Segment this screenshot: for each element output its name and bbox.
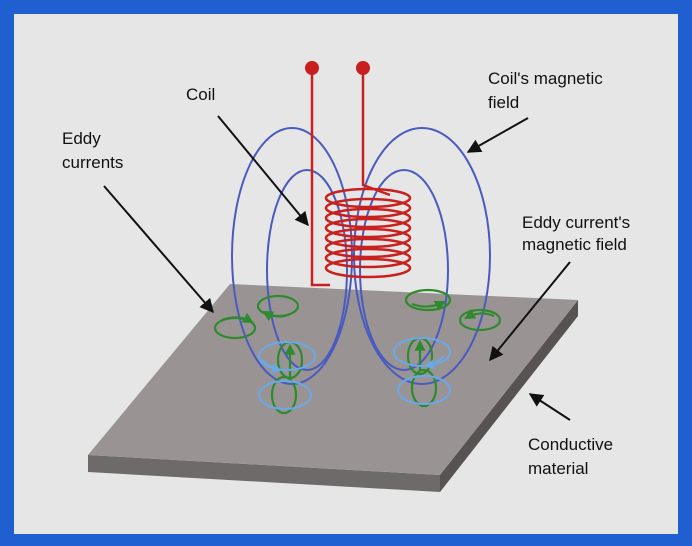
eddy-loop (270, 375, 298, 415)
eddy-field-pointer-arrow (489, 261, 571, 362)
field-loop-left-inner (266, 169, 348, 371)
coil-terminal-right (356, 61, 370, 75)
coil-pointer-arrow (217, 115, 309, 227)
eddy-loop-arrow (411, 301, 446, 311)
coil-lead-left (310, 70, 330, 287)
coil-field-pointer-arrow (466, 117, 529, 153)
eddy-field-loop (258, 380, 312, 410)
plate-side-right (440, 300, 578, 492)
eddy-loop-arrow (464, 308, 495, 320)
coil-turn-6 (324, 237, 412, 259)
plate-side-front (88, 455, 440, 492)
coil-label: Coil (186, 85, 215, 104)
coil-lead-right (361, 70, 391, 197)
coil-magnetic-field-label: Coil's magnetic field (488, 69, 607, 112)
coil-turn-5 (324, 227, 412, 249)
eddy-loop (404, 288, 452, 312)
eddy-currents-label: Eddy currents (62, 129, 123, 172)
coil (305, 61, 412, 287)
coil-turn-4 (324, 217, 412, 239)
label-pointers (103, 115, 571, 421)
coil-turn-7 (324, 247, 412, 269)
eddy-field-loop (397, 375, 451, 405)
coil-terminal-left (305, 61, 319, 75)
coil-turn-8 (324, 257, 412, 279)
plate-top (88, 284, 578, 475)
eddy-field-loop (258, 341, 316, 371)
eddy-currents-pointer-arrow (103, 185, 214, 314)
eddy-loop (458, 308, 502, 332)
eddy-current-magnetic-field-label: Eddy current's magnetic field (522, 213, 635, 254)
coil-turn-2 (324, 197, 412, 219)
eddy-loop (410, 368, 438, 408)
eddy-current-magnetic-field (258, 337, 451, 410)
field-loop-right-inner (359, 169, 449, 371)
eddy-field-loop (393, 337, 451, 367)
coil-turn-3 (324, 207, 412, 229)
conductive-material-pointer-arrow (528, 393, 571, 421)
conductive-plate (88, 284, 578, 492)
eddy-loop-arrow (221, 312, 254, 324)
coil-turn-1 (324, 187, 412, 209)
eddy-field-arrow (261, 359, 282, 374)
eddy-loop-arrow (262, 310, 291, 322)
eddy-field-arrow (424, 355, 445, 370)
eddy-currents (213, 288, 502, 415)
conductive-material-label: Conductive material (528, 435, 618, 478)
